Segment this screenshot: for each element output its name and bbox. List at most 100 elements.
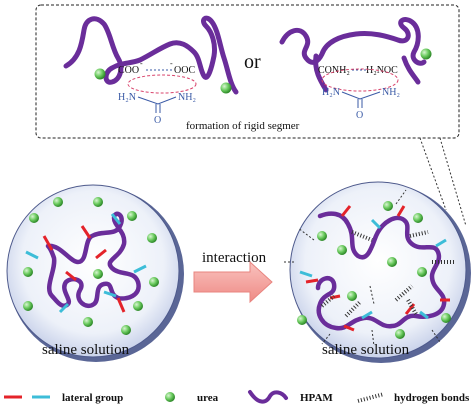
lateral-group-cyan [419,310,429,320]
left-circle: saline solution [6,184,184,362]
ooc-label: OOC [174,65,195,76]
urea-bead [347,291,357,301]
inset-panel: COO - - OOC H₂N NH₂ O or CONH₂ H₂NOC H₂N [35,4,460,139]
inset-left-dash-ellipse [127,74,197,94]
urea-bead [395,329,405,339]
right-h2n-label: H₂N [322,87,340,98]
hydrogen-bond-arrow [395,189,407,205]
urea-bead [337,245,347,255]
lateral-group-red [404,303,416,315]
urea-bead [127,211,137,221]
lateral-group-cyan [361,310,373,320]
right-circle-body [289,181,467,359]
hydrogen-bond-arrow [369,285,375,305]
inset-border [35,4,460,139]
lateral-group-cyan [370,218,382,230]
urea-bead [23,267,33,277]
urea-bead [53,197,63,207]
lateral-group-red [65,270,77,282]
urea-bead [297,315,307,325]
urea-bead [317,231,327,241]
left-nh2-label: NH₂ [178,92,196,103]
left-urea-o: O [154,115,161,126]
urea-bead [417,267,427,277]
h2noc-label: H₂NOC [366,65,398,76]
lateral-group-cyan [299,270,313,278]
left-h2n-label: H₂N [118,92,136,103]
legend-hydrogen-bonds-label: hydrogen bonds [394,392,470,404]
inset-right-chain [279,17,427,66]
urea-bead [147,233,157,243]
right-urea-bonds [341,91,381,100]
urea-bead [220,82,232,94]
urea-bead [29,213,39,223]
inset-right-dash-ellipse [321,68,399,92]
lateral-group-cyan [25,250,39,260]
hydrogen-bond [394,284,414,302]
right-circle-label: saline solution [322,342,410,358]
lateral-group-cyan [103,290,117,298]
inset-caption: formation of rigid segmer [186,120,300,132]
legend-hpam-swatch [248,390,288,404]
hpam-chain-right [315,211,447,331]
legend-urea-label: urea [197,392,219,404]
zoom-line [419,137,447,211]
lateral-group-cyan [58,302,70,314]
lateral-group-cyan [110,213,122,225]
conh2-label: CONH₂ [318,65,350,76]
inset-left-structure: COO - - OOC H₂N NH₂ O [63,15,239,126]
or-text: or [244,51,261,73]
arrow-shape [193,260,273,304]
urea-bead [387,257,397,267]
legend-hbond-swatch [357,392,385,403]
urea-bead [93,197,103,207]
lateral-group-red [95,248,107,260]
hydrogen-bond [344,300,362,318]
ooc-minus: - [170,59,173,68]
urea-bead [383,201,393,211]
urea-bead [23,301,33,311]
hydrogen-bond [351,230,373,242]
left-circle-body [6,184,180,358]
urea-bead [121,325,131,335]
hydrogen-bond [409,230,429,238]
urea-bead [93,269,103,279]
zoom-line [439,137,467,227]
coo-label: COO [118,65,139,76]
hydrogen-bond-arrow [371,329,375,347]
legend-lateral-group-label: lateral group [62,392,123,404]
lateral-group-red [80,225,92,239]
urea-bead [420,48,432,60]
legend: lateral group urea HPAM hydrogen bonds [4,390,470,404]
urea-bead [149,277,159,287]
right-circle: saline solution [282,181,471,363]
inset-left-chain [63,15,239,95]
lateral-group-red [343,324,355,332]
interaction-arrow: interaction [193,250,273,304]
urea-bead [133,301,143,311]
lateral-group-red [396,205,406,217]
lateral-group-cyan [435,238,447,248]
urea-bead [413,213,423,223]
right-urea-o: O [356,110,363,121]
left-urea-bonds [137,96,177,105]
lateral-group-red [116,297,126,313]
lateral-group-red [305,278,319,284]
hydrogen-bond-arrow [431,329,441,343]
right-nh2-label: NH₂ [382,87,400,98]
left-circle-label: saline solution [42,342,130,358]
hydrogen-bond-arrow [297,227,315,241]
coo-minus: - [140,59,143,68]
inset-right-chain-tail [313,53,329,93]
lateral-group-red [42,235,54,251]
lateral-group-cyan [133,264,147,274]
urea-bead [94,68,106,80]
legend-urea-swatch [165,392,175,402]
inset-right-structure: CONH₂ H₂NOC H₂N NH₂ O [279,17,432,121]
legend-hpam-label: HPAM [300,392,333,404]
urea-bead [83,317,93,327]
arrow-label: interaction [202,250,267,266]
lateral-group-red [340,205,352,217]
